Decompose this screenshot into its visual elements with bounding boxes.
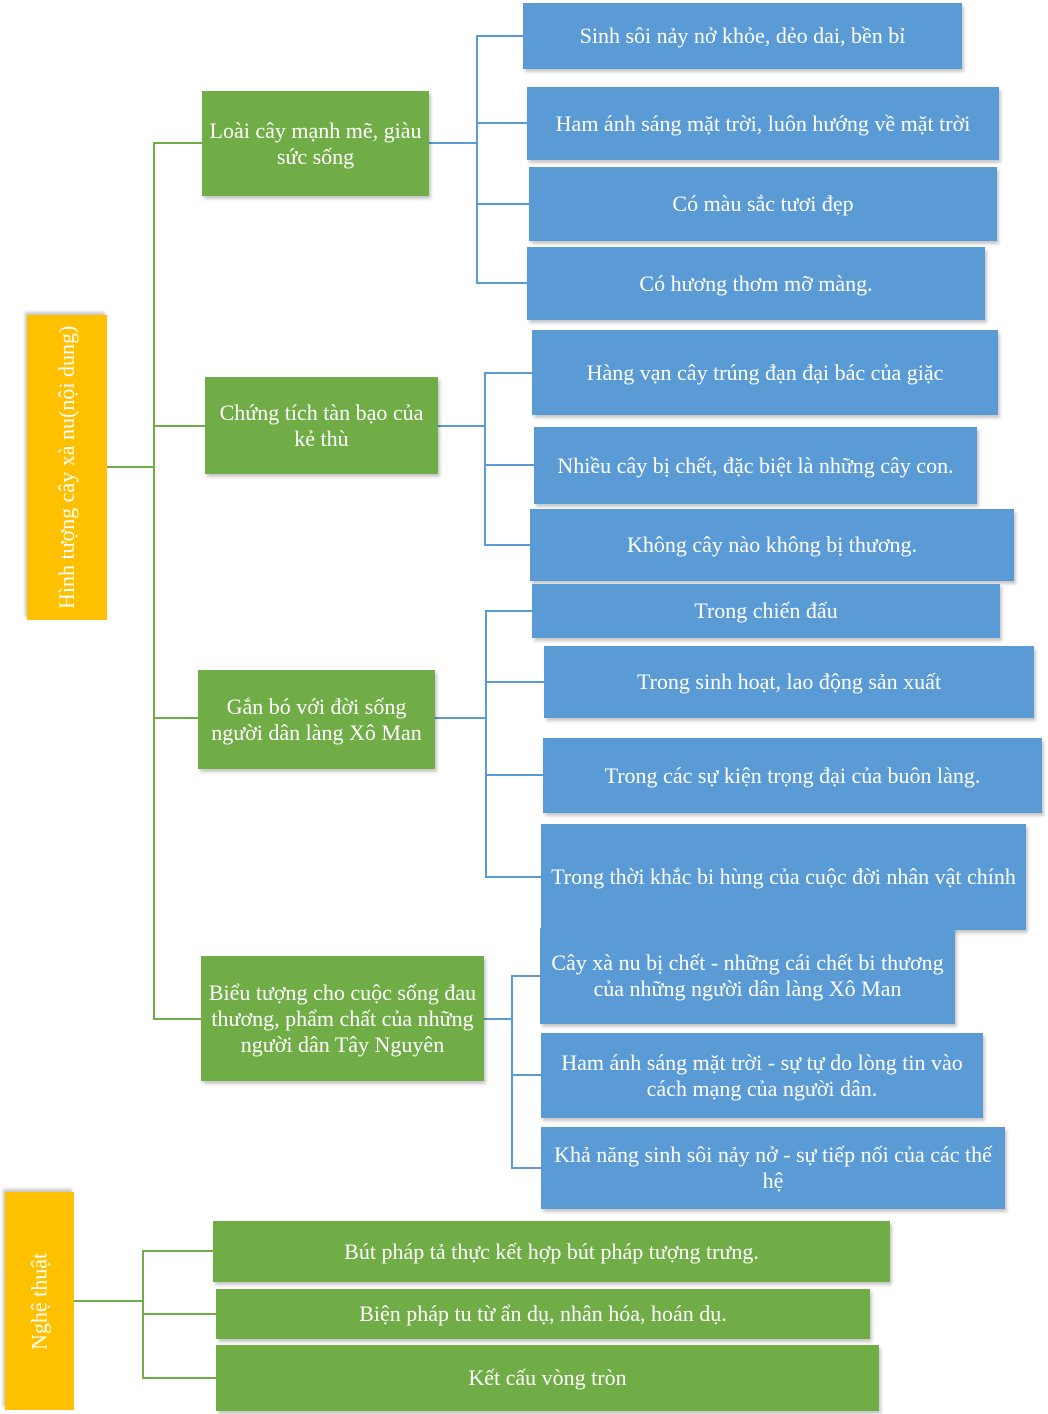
branch-node-strong-tree: Loài cây mạnh mẽ, giàu sức sống [202,91,429,196]
art-root-node: Nghệ thuật [5,1192,74,1410]
leaf-node: Trong các sự kiện trọng đại của buôn làn… [543,738,1042,813]
branch-to-leaf-connector [484,975,540,1020]
branch-to-leaf-connector [429,122,527,144]
branch-node-village-life: Gắn bó với đời sống người dân làng Xô Ma… [198,670,435,769]
art-connector [74,1300,216,1315]
branch-to-leaf-connector [429,142,529,205]
art-connector [74,1250,213,1302]
root-to-branch-connector [107,142,202,468]
leaf-node: Trong chiến đấu [532,584,1000,638]
root-to-branch-connector [107,466,201,1020]
art-connector [74,1300,216,1379]
content-root-title: Hình tượng cây xà nu [54,418,79,610]
branch-node-enemy-evidence: Chứng tích tàn bạo của kẻ thù [205,377,438,474]
root-to-branch-connector [107,425,205,468]
content-root-node: Hình tượng cây xà nu (nội dung) [27,315,107,620]
branch-to-leaf-connector [435,717,543,776]
leaf-node: Có màu sắc tươi đẹp [529,167,997,241]
art-item: Bút pháp tả thực kết hợp bút pháp tượng … [213,1221,890,1282]
leaf-node: Có hương thơm mỡ màng. [527,247,985,320]
art-item: Biện pháp tu từ ẩn dụ, nhân hóa, hoán dụ… [216,1289,870,1339]
branch-node-symbol: Biểu tượng cho cuộc sống đau thương, phẩ… [201,956,484,1081]
leaf-node: Hàng vạn cây trúng đạn đại bác của giặc [532,330,998,415]
leaf-node: Ham ánh sáng mặt trời, luôn hướng về mặt… [527,87,999,160]
leaf-node: Nhiều cây bị chết, đặc biệt là những cây… [534,427,977,504]
art-item: Kết cấu vòng tròn [216,1345,879,1411]
branch-to-leaf-connector [438,425,530,546]
root-to-branch-connector [107,466,198,719]
leaf-node: Không cây nào không bị thương. [530,509,1014,581]
leaf-node: Ham ánh sáng mặt trời - sự tự do lòng ti… [541,1033,983,1118]
leaf-node: Cây xà nu bị chết - những cái chết bi th… [540,928,955,1024]
branch-to-leaf-connector [429,142,527,284]
leaf-node: Trong thời khắc bi hùng của cuộc đời nhâ… [541,824,1026,930]
branch-to-leaf-connector [435,717,541,878]
branch-to-leaf-connector [435,681,544,719]
leaf-node: Sinh sôi nảy nở khỏe, dẻo dai, bền bỉ [523,3,962,69]
branch-to-leaf-connector [438,372,532,427]
leaf-node: Khả năng sinh sôi nảy nở - sự tiếp nối c… [541,1127,1005,1209]
content-root-subtitle: (nội dung) [54,325,79,419]
leaf-node: Trong sinh hoạt, lao động sản xuất [544,646,1034,718]
branch-to-leaf-connector [484,1018,541,1169]
branch-to-leaf-connector [435,610,532,719]
